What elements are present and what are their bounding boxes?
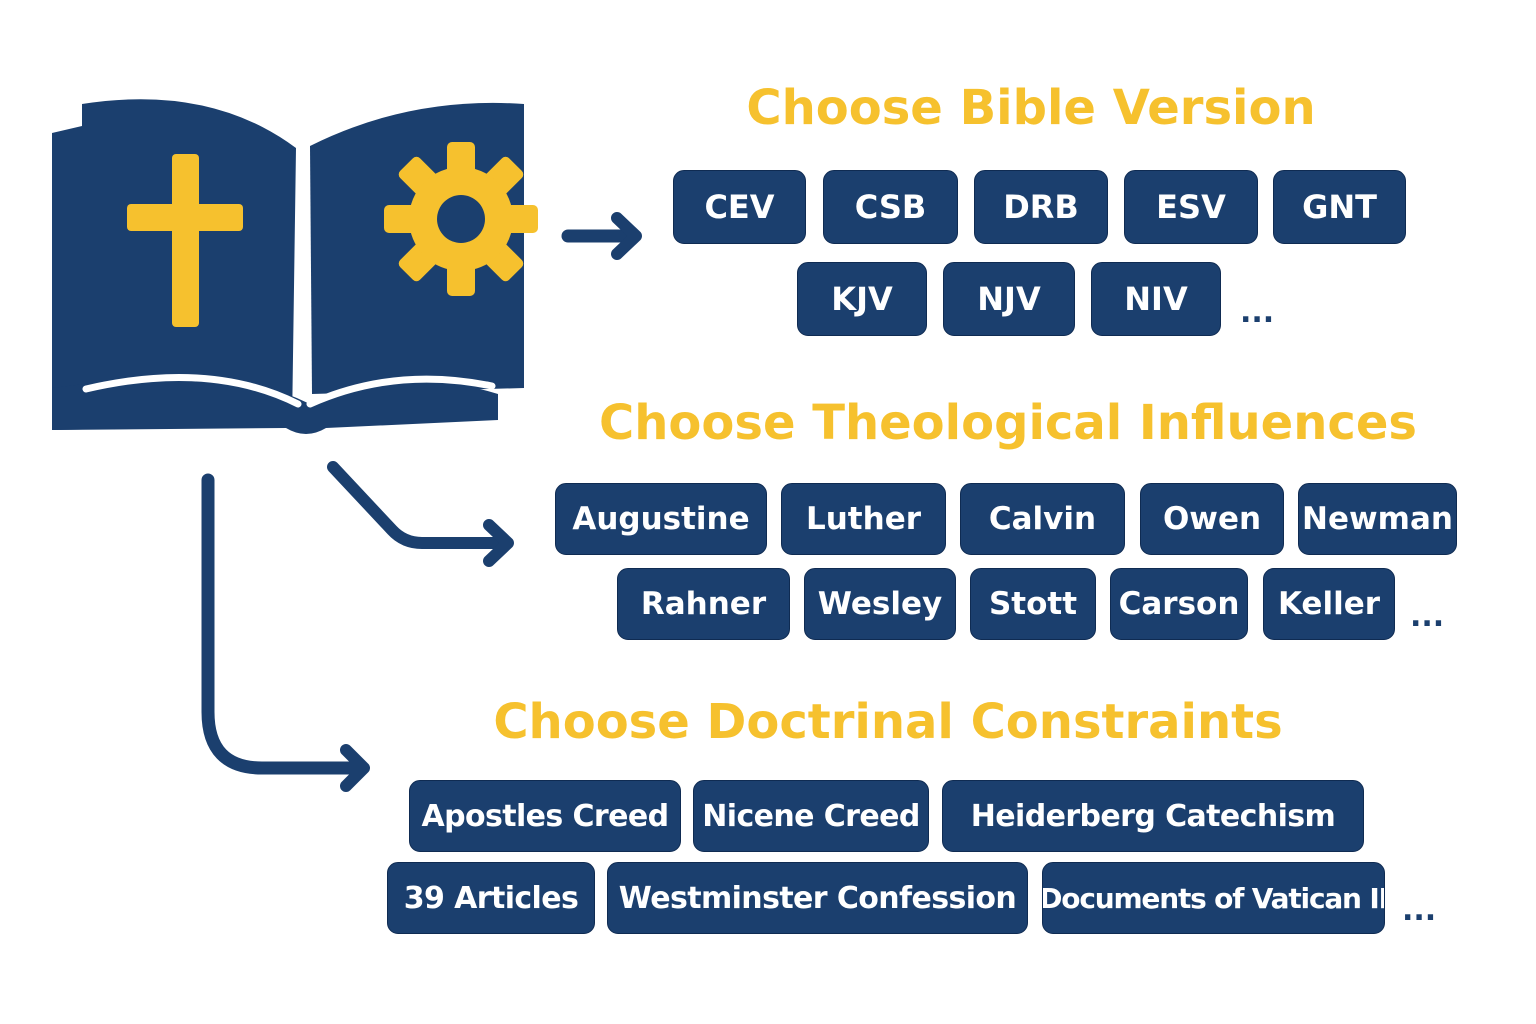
option-influence-augustine[interactable]: Augustine [555,483,767,555]
theological-influences-more[interactable]: ... [1410,599,1445,634]
gear-icon [384,142,538,296]
option-bible-version-niv[interactable]: NIV [1091,262,1221,336]
theological-influences-heading: Choose Theological Influences [599,395,1417,451]
option-influence-wesley[interactable]: Wesley [804,568,956,640]
option-influence-rahner[interactable]: Rahner [617,568,790,640]
option-influence-stott[interactable]: Stott [970,568,1096,640]
option-doctrine-westminster-confession[interactable]: Westminster Confession [607,862,1028,934]
option-doctrine-apostles-creed[interactable]: Apostles Creed [409,780,681,852]
arrow-to-theological-influences [327,461,514,567]
doctrinal-constraints-heading: Choose Doctrinal Constraints [493,694,1283,750]
option-bible-version-drb[interactable]: DRB [974,170,1108,244]
bible-version-more[interactable]: ... [1240,295,1275,330]
option-doctrine-nicene-creed[interactable]: Nicene Creed [693,780,929,852]
arrow-to-bible-version [561,212,642,260]
doctrinal-constraints-more[interactable]: ... [1402,893,1437,928]
option-influence-calvin[interactable]: Calvin [960,483,1125,555]
option-influence-newman[interactable]: Newman [1298,483,1457,555]
option-bible-version-njv[interactable]: NJV [943,262,1075,336]
option-bible-version-gnt[interactable]: GNT [1273,170,1406,244]
option-bible-version-esv[interactable]: ESV [1124,170,1258,244]
bible-version-heading: Choose Bible Version [746,80,1316,136]
option-influence-owen[interactable]: Owen [1140,483,1284,555]
option-bible-version-csb[interactable]: CSB [823,170,958,244]
option-doctrine-heiderberg-catechism[interactable]: Heiderberg Catechism [942,780,1364,852]
option-doctrine-39-articles[interactable]: 39 Articles [387,862,595,934]
option-doctrine-documents-of-vatican-ii[interactable]: Documents of Vatican II [1042,862,1385,934]
option-influence-carson[interactable]: Carson [1110,568,1248,640]
option-influence-luther[interactable]: Luther [781,483,946,555]
arrow-to-doctrinal-constraints [201,473,370,792]
cross-icon [127,154,243,327]
option-bible-version-kjv[interactable]: KJV [797,262,927,336]
option-influence-keller[interactable]: Keller [1263,568,1395,640]
option-bible-version-cev[interactable]: CEV [673,170,806,244]
